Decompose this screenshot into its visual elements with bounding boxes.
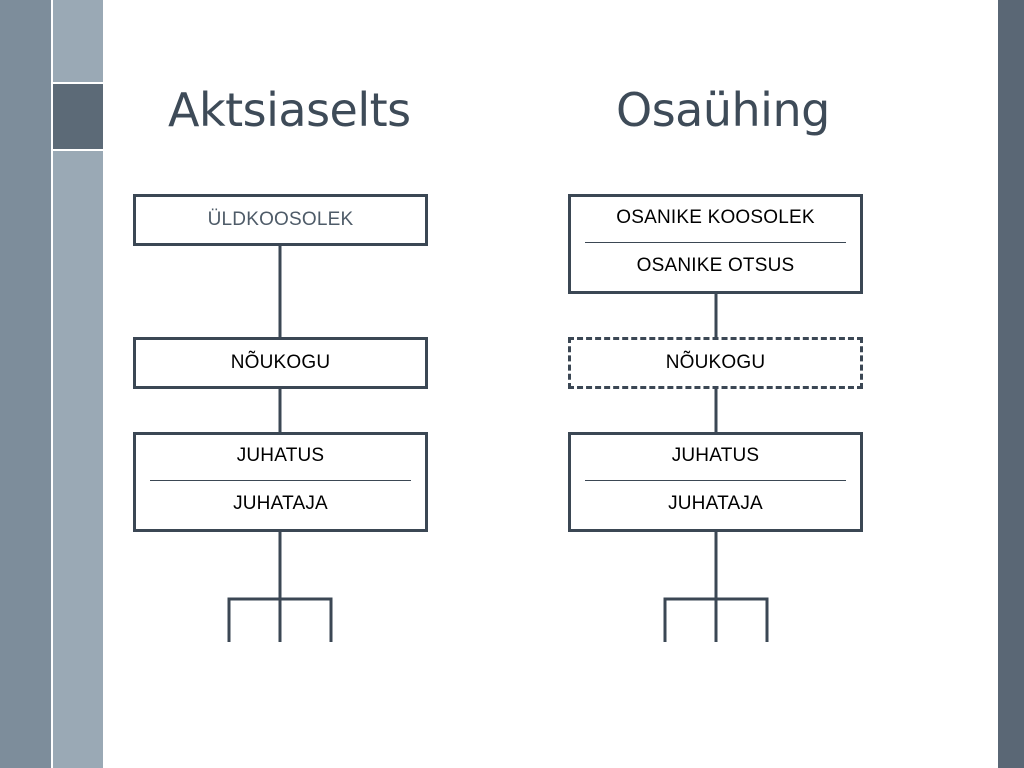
general-meeting-label: ÜLDKOOSOLEK — [207, 209, 354, 230]
shareholders-divider — [585, 241, 846, 243]
right-management-board-label: JUHATUS — [671, 445, 760, 466]
connector-left-fork — [227, 597, 333, 642]
shareholders-box: OSANIKE KOOSOLEK OSANIKE OTSUS — [568, 194, 863, 294]
left-management-board-label: JUHATUS — [236, 445, 325, 466]
right-management-box: JUHATUS JUHATAJA — [568, 432, 863, 532]
right-supervisory-board-label: NÕUKOGU — [665, 352, 766, 373]
sidebar-accent-block — [53, 82, 103, 151]
right-management-divider — [585, 479, 846, 481]
left-supervisory-board-box: NÕUKOGU — [133, 337, 428, 389]
sidebar-gap — [51, 0, 53, 768]
aktsiaselts-heading: Aktsiaselts — [168, 83, 411, 137]
left-manager-label: JUHATAJA — [233, 493, 328, 514]
connector-right-fork — [663, 597, 769, 642]
shareholders-meeting-label: OSANIKE KOOSOLEK — [616, 207, 815, 228]
shareholders-resolution-label: OSANIKE OTSUS — [636, 255, 795, 276]
osauhing-heading: Osaühing — [616, 83, 830, 137]
left-management-divider — [150, 479, 411, 481]
right-edge-stripe — [998, 0, 1024, 768]
right-manager-label: JUHATAJA — [668, 493, 763, 514]
right-supervisory-board-box: NÕUKOGU — [568, 337, 863, 389]
left-supervisory-board-label: NÕUKOGU — [230, 352, 331, 373]
sidebar-outer-stripe — [0, 0, 51, 768]
general-meeting-box: ÜLDKOOSOLEK — [133, 194, 428, 246]
left-management-box: JUHATUS JUHATAJA — [133, 432, 428, 532]
